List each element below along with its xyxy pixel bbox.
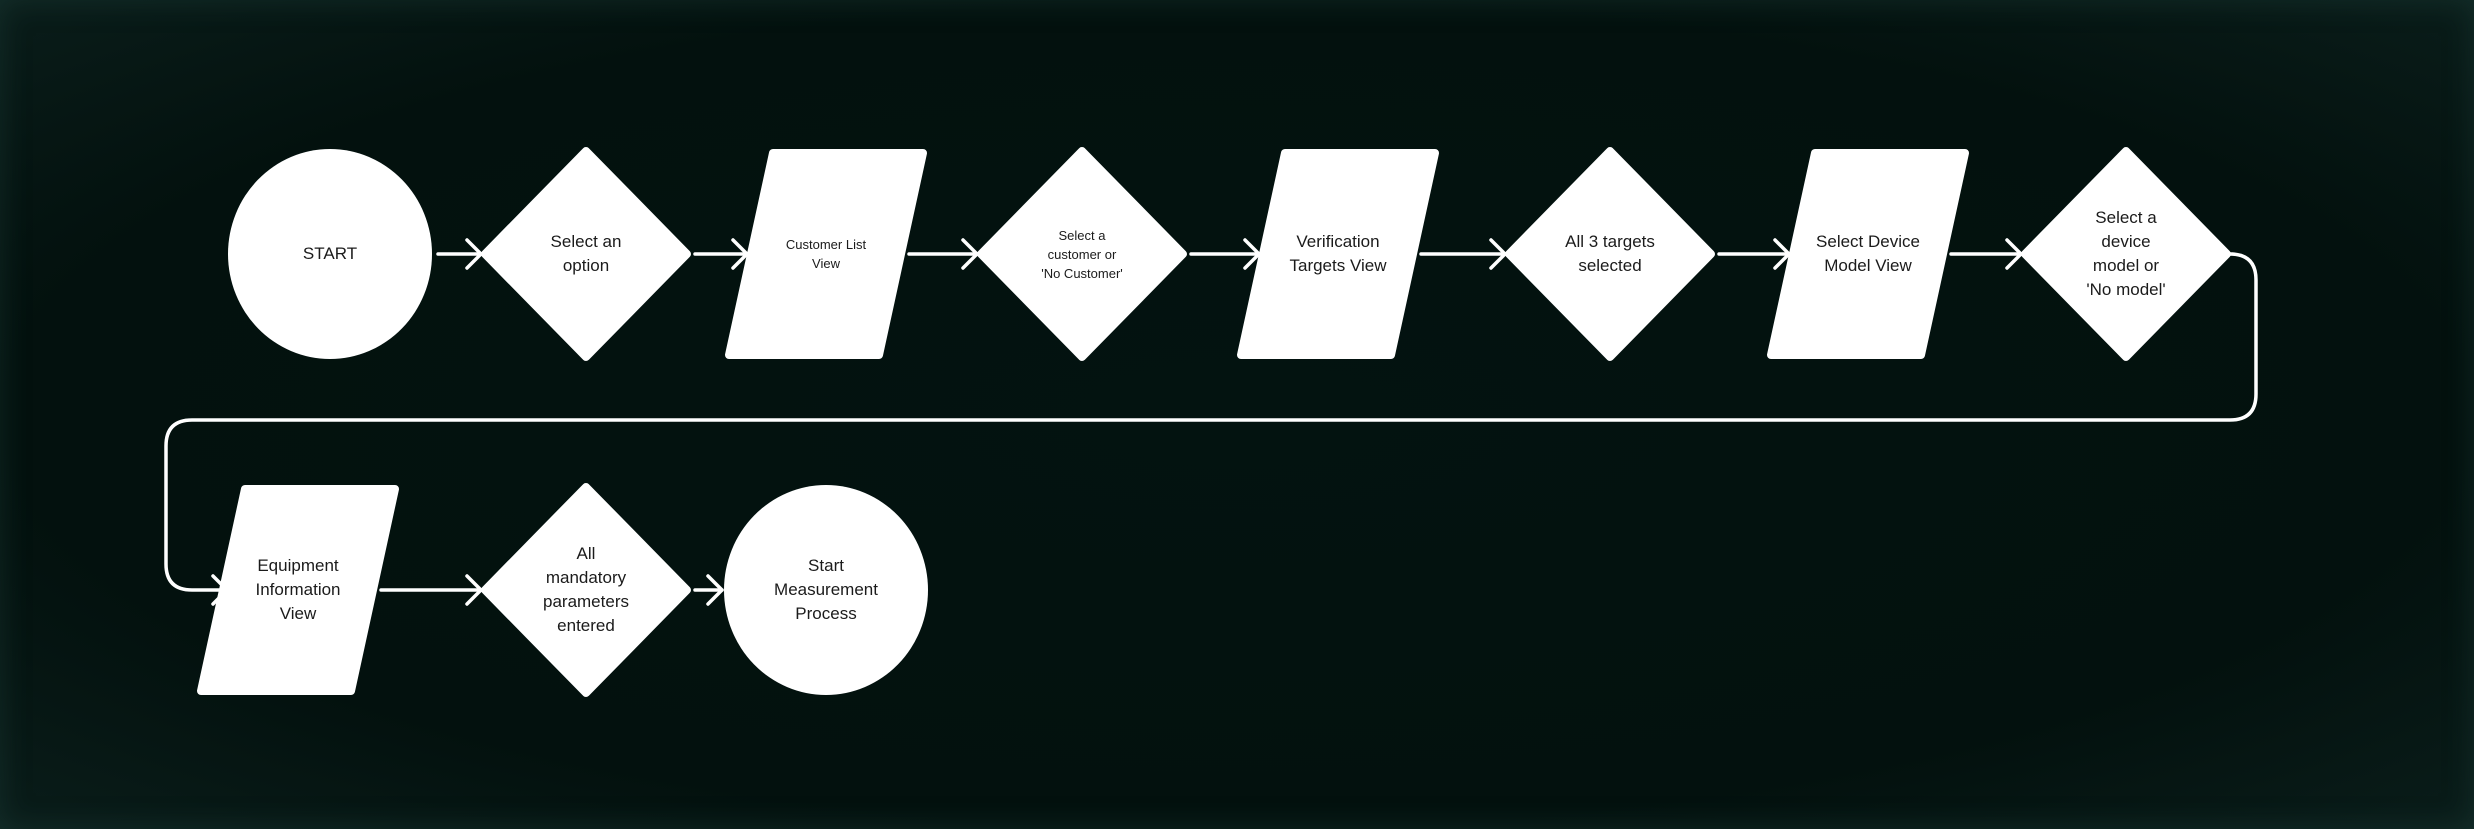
node-label: Select a device model or 'No model' xyxy=(2086,208,2166,299)
arrowhead xyxy=(706,574,724,606)
diamond-shape xyxy=(1505,147,1715,361)
node-label: All mandatory parameters entered xyxy=(543,544,629,635)
parallelogram-shape xyxy=(725,149,927,359)
node-select-device-model-view: Select Device Model View xyxy=(1767,149,1969,359)
circle-shape xyxy=(724,485,928,695)
node-label: Select a customer or 'No Customer' xyxy=(1041,227,1123,281)
node-select-option: Select an option xyxy=(481,147,691,361)
node-equipment-information-view: Equipment Information View xyxy=(197,485,399,695)
node-select-device-model: Select a device model or 'No model' xyxy=(2021,147,2231,361)
node-label: START xyxy=(302,244,358,263)
diamond-shape xyxy=(977,147,1187,361)
node-label: Start Measurement Process xyxy=(774,556,878,623)
node-start-measurement-process: Start Measurement Process xyxy=(724,485,928,695)
connector-mandatory-parameters-entered-to-start-measurement-process xyxy=(693,574,724,606)
connector-start-to-select-option xyxy=(436,238,483,270)
diamond-shape xyxy=(481,483,691,697)
node-all-targets-selected: All 3 targets selected xyxy=(1505,147,1715,361)
diamond-shape xyxy=(481,147,691,361)
node-label: Equipment Information View xyxy=(255,556,341,623)
node-label: Verification Targets View xyxy=(1289,232,1387,275)
node-customer-list-view: Customer List View xyxy=(725,149,927,359)
diamond-shape xyxy=(2021,147,2231,361)
node-label: Select an option xyxy=(550,232,622,275)
node-verification-targets-view: Verification Targets View xyxy=(1237,149,1439,359)
node-start: START xyxy=(228,149,432,359)
node-label: Customer List View xyxy=(785,237,867,271)
node-label: All 3 targets selected xyxy=(1565,232,1655,275)
circle-shape xyxy=(228,149,432,359)
connector-line xyxy=(164,252,2258,592)
node-label: Select Device Model View xyxy=(1816,232,1920,275)
parallelogram-shape xyxy=(1767,149,1969,359)
node-select-customer: Select a customer or 'No Customer' xyxy=(977,147,1187,361)
node-mandatory-parameters-entered: All mandatory parameters entered xyxy=(481,483,691,697)
parallelogram-shape xyxy=(197,485,399,695)
parallelogram-shape xyxy=(1237,149,1439,359)
